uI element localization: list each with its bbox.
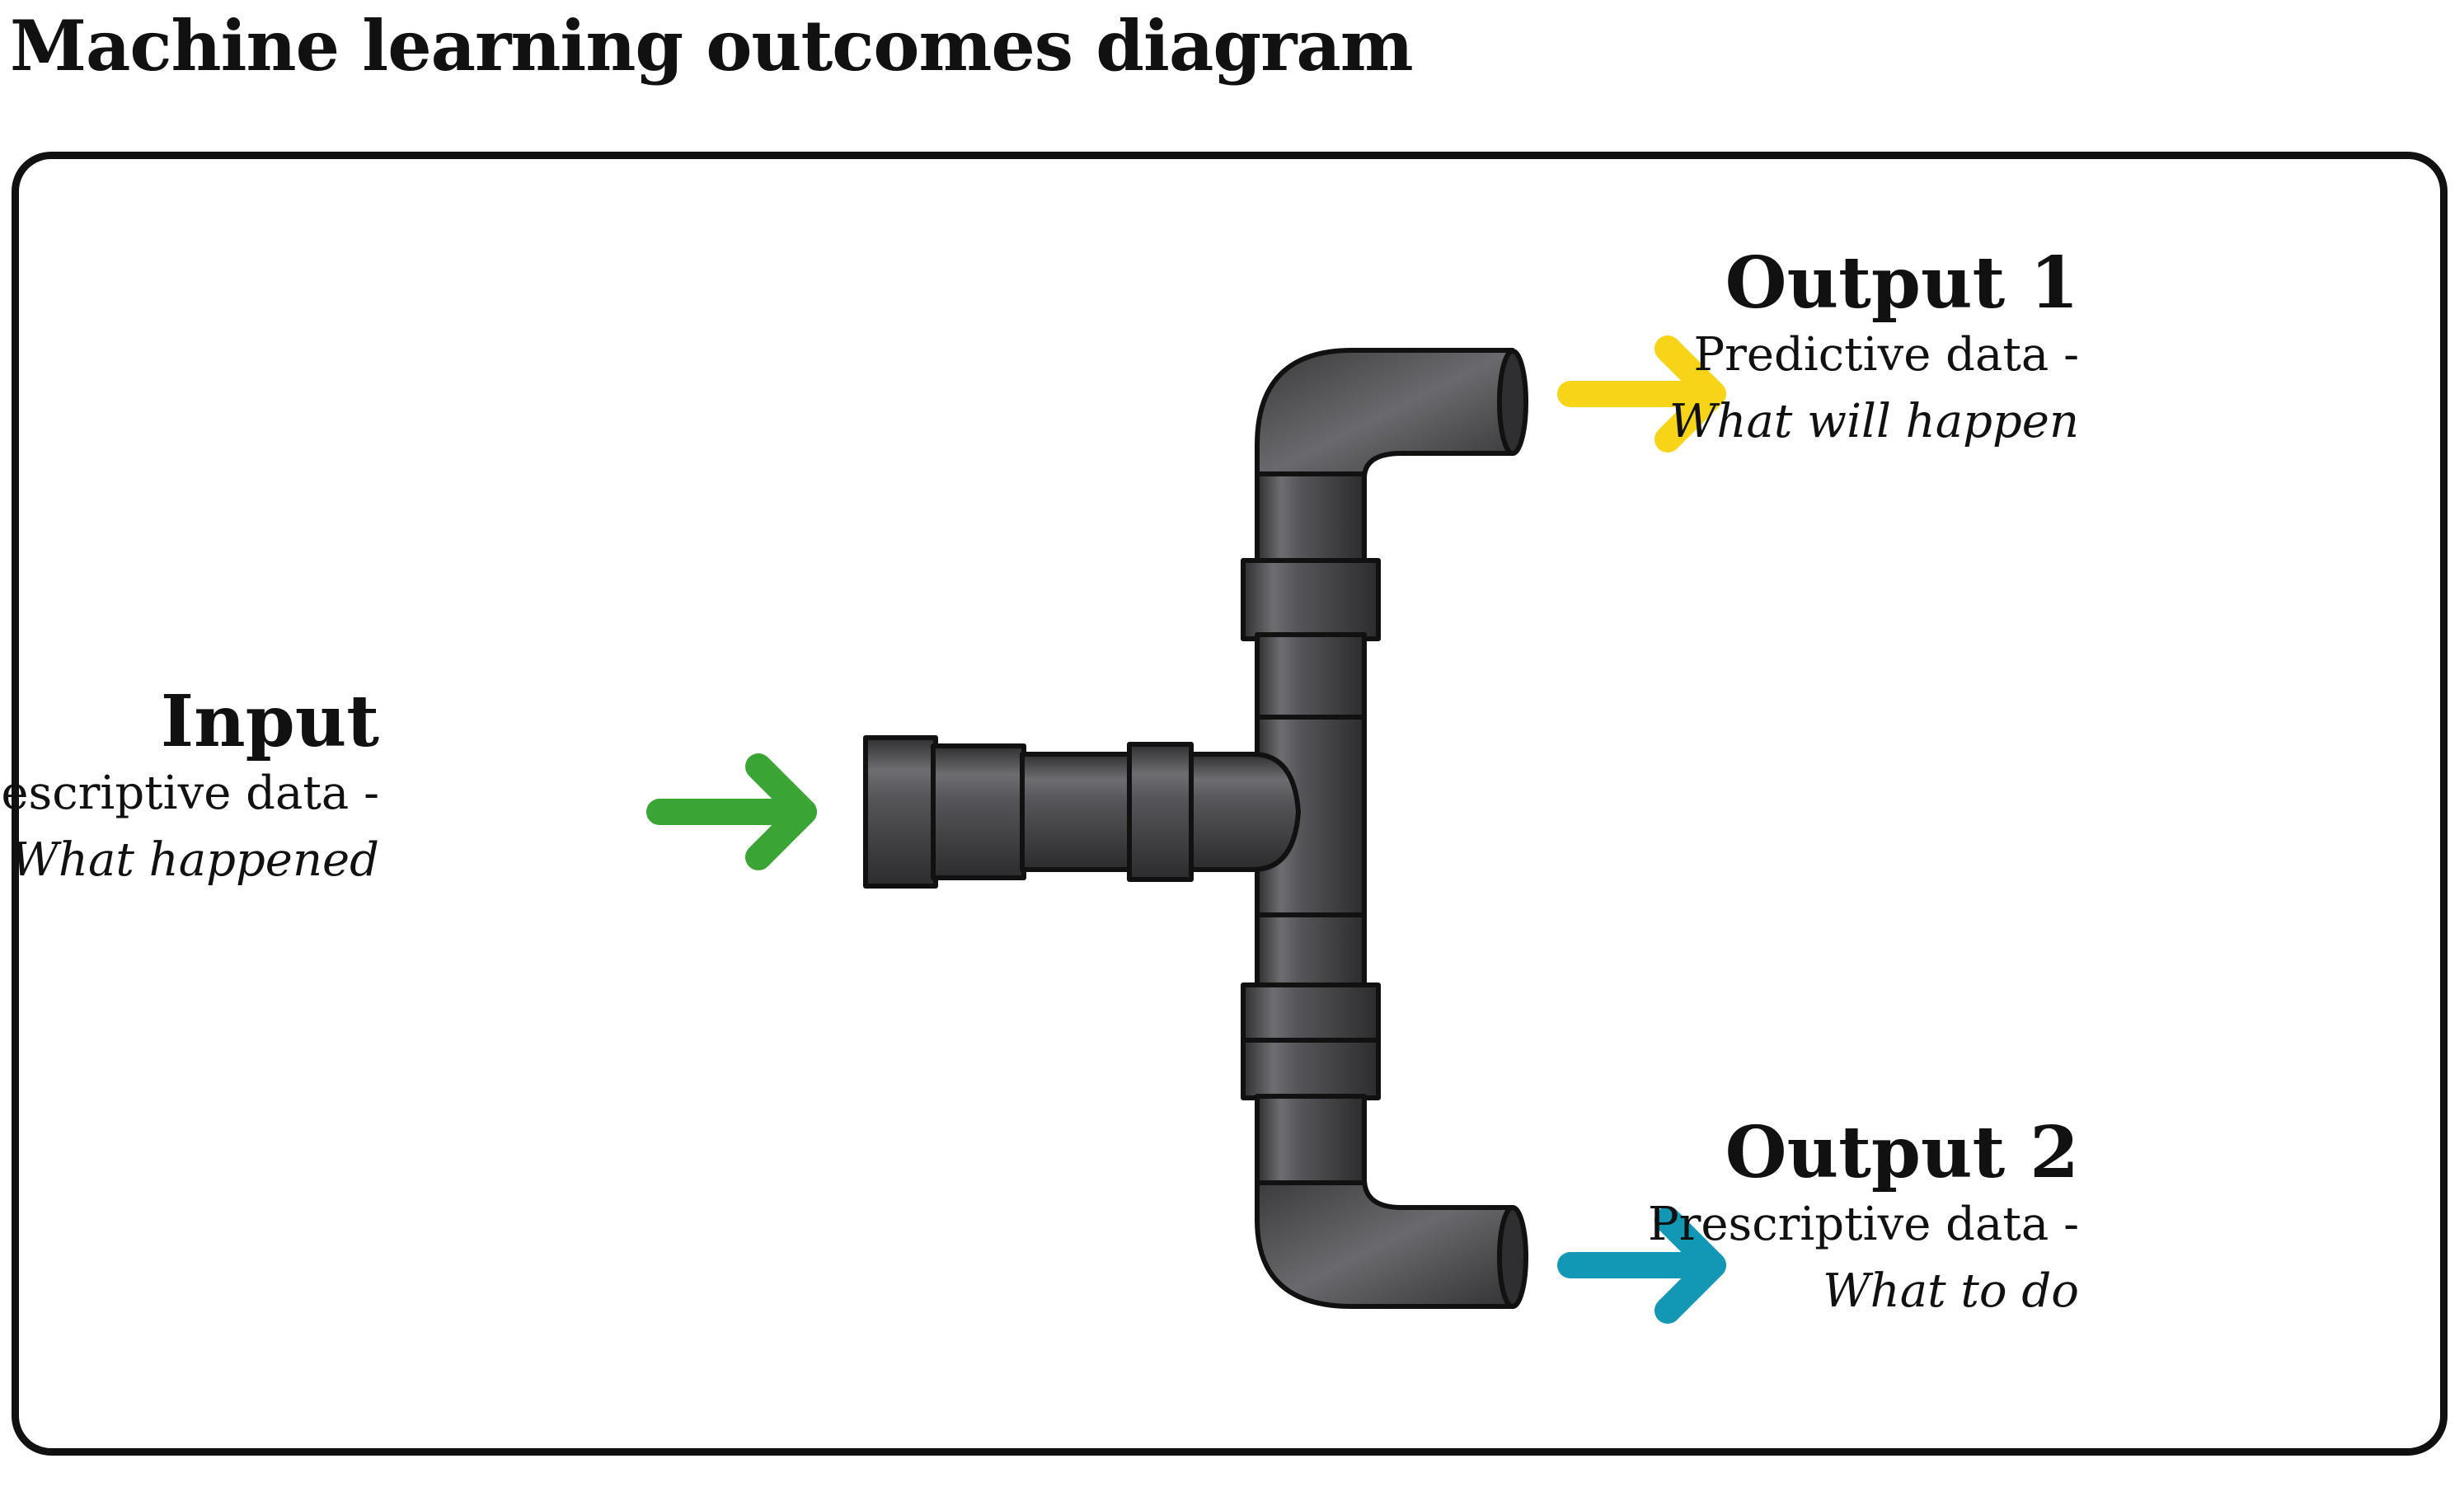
input-arrow-icon — [646, 753, 817, 870]
diagram-frame — [12, 152, 2448, 1456]
horizontal-cap — [863, 735, 938, 889]
input-subtitle: What happened — [11, 832, 380, 887]
output2-subtitle: What to do — [1823, 1264, 2079, 1318]
bottom-elbow — [1255, 1176, 1515, 1309]
output1-arrow-icon — [1557, 335, 1726, 453]
output2-arrow-icon — [1557, 1207, 1726, 1324]
output2-description: Prescriptive data - — [1647, 1197, 2079, 1251]
pipe-junction-icon — [863, 348, 1528, 1309]
output2-heading: Output 2 — [1725, 1111, 2080, 1194]
input-heading: Input — [160, 680, 380, 763]
output1-description: Predictive data - — [1693, 327, 2079, 382]
horizontal-coupling — [1127, 742, 1194, 882]
vertical-pipe-upper — [1255, 471, 1367, 567]
vertical-pipe-lower — [1255, 912, 1367, 996]
output1-subtitle: What will happen — [1668, 394, 2080, 448]
output1-heading: Output 1 — [1725, 242, 2080, 325]
vertical-coupling-lower — [1241, 982, 1381, 1045]
vertical-coupling-upper — [1241, 558, 1381, 641]
page-title: Machine learning outcomes diagram — [10, 5, 1414, 87]
input-description: Descriptive data - — [0, 766, 380, 820]
top-elbow — [1255, 348, 1515, 481]
